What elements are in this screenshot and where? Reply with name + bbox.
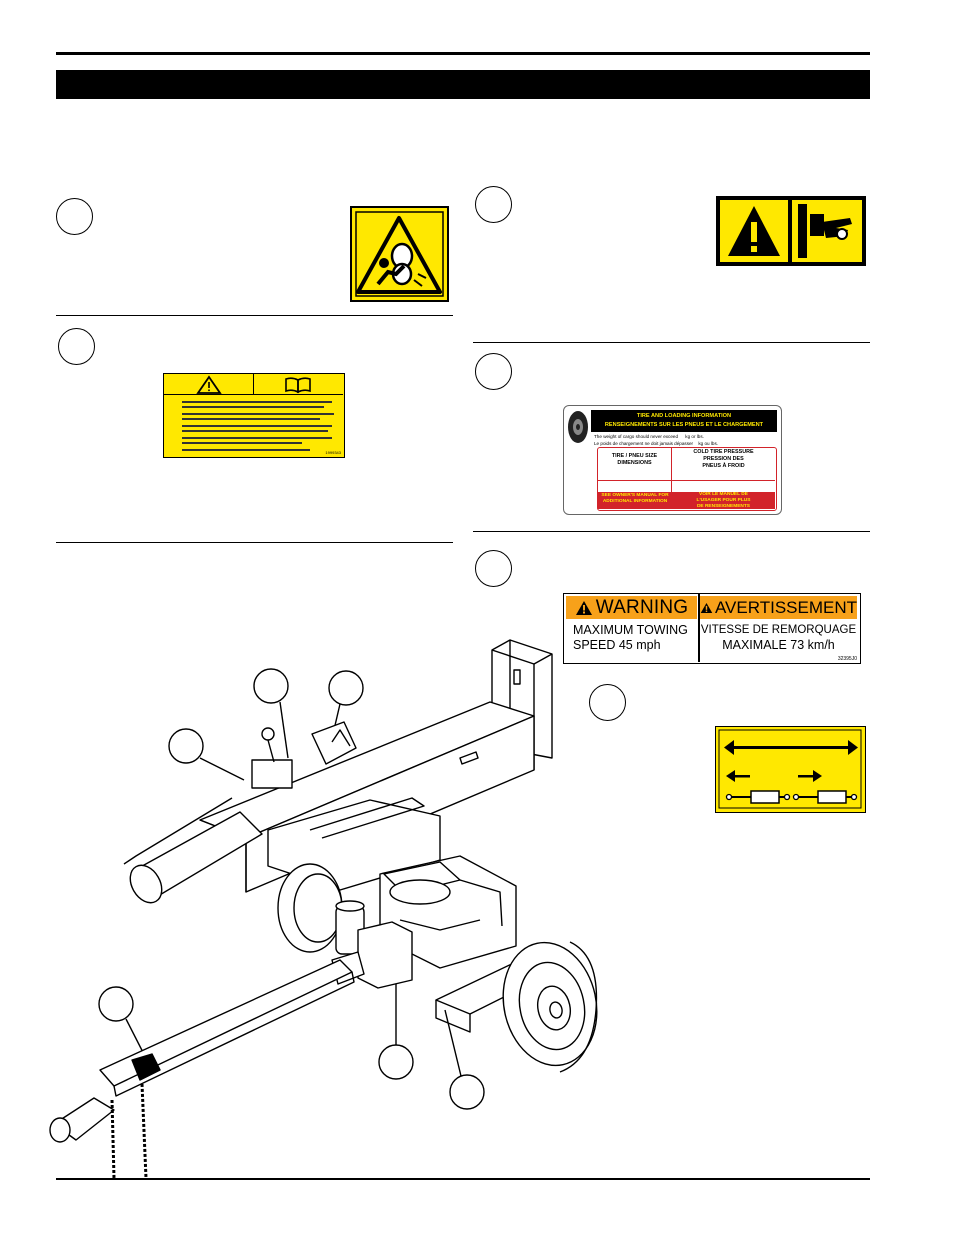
- warning-header-fr: AVERTISSEMENT: [714, 597, 857, 617]
- double-arrow-icon: [724, 740, 858, 755]
- tire-foot-en-2: ADDITIONAL INFORMATION: [602, 499, 668, 504]
- cylinder-retract-icon: [725, 770, 791, 804]
- warning-triangle-icon: [196, 375, 222, 394]
- tire-decal-title-en: TIRE AND LOADING INFORMATION: [636, 413, 732, 419]
- callout-circle: [328, 670, 364, 706]
- tire-decal-line1-units: kg or lbs.: [685, 434, 704, 439]
- log-splitter-illustration: [49, 639, 598, 1179]
- callout-circle: [475, 353, 512, 390]
- callout-circle: [253, 668, 289, 704]
- callout-circle: [475, 550, 512, 587]
- tire-foot-fr-2: L'USAGER POUR PLUS: [696, 498, 751, 503]
- tire-decal-title-fr: RENSEIGNEMENTS SUR LES PNEUS ET LE CHARG…: [604, 422, 764, 428]
- divider: [56, 542, 453, 543]
- warning-triangle-icon: [575, 600, 592, 615]
- towing-decal-part-no: 32395J0: [837, 656, 857, 662]
- callout-circle: [168, 728, 204, 764]
- warning-triangle-icon: [700, 602, 713, 613]
- callout-circle: [449, 1074, 485, 1110]
- section-header-bar: [56, 70, 870, 99]
- divider: [473, 531, 870, 532]
- crush-hazard-icon: [355, 211, 444, 297]
- callout-circle: [378, 1044, 414, 1080]
- cylinder-extend-icon: [792, 770, 858, 804]
- tire-decal-line1: The weight of cargo should never exceed: [594, 434, 679, 439]
- towing-text-en-1: MAXIMUM TOWING: [573, 623, 688, 637]
- tire-decal-line2: Le poids de chargement ne doit jamais dé…: [594, 441, 694, 446]
- tire-loading-decal: TIRE AND LOADING INFORMATION RENSEIGNEME…: [563, 405, 782, 515]
- hand-crush-decal: [716, 196, 866, 266]
- manual-decal-part-no: 1999343: [325, 450, 341, 455]
- hand-crush-icon: [798, 204, 852, 258]
- callout-circle: [475, 186, 512, 223]
- tire-icon: [568, 411, 588, 443]
- cold-pressure-label-fr2: PNEUS À FROID: [702, 463, 745, 469]
- towing-text-en-2: SPEED 45 mph: [573, 638, 661, 652]
- callout-circle: [56, 198, 93, 235]
- divider: [473, 342, 870, 343]
- callout-circle: [58, 328, 95, 365]
- tire-size-label-fr: DIMENSIONS: [617, 460, 652, 466]
- callout-circle: [589, 684, 626, 721]
- tire-size-label: TIRE / PNEU SIZE: [611, 453, 658, 459]
- cold-pressure-label-fr1: PRESSION DES: [703, 456, 744, 462]
- warning-triangle-icon: [728, 206, 780, 256]
- towing-speed-decal: WARNING AVERTISSEMENT MAXIMUM TOWING SPE…: [563, 593, 861, 664]
- towing-text-fr-2: MAXIMALE 73 km/h: [722, 638, 835, 652]
- crush-hazard-decal: [350, 206, 449, 302]
- tire-foot-fr-3: DE RENSEIGNEMENTS: [696, 504, 751, 509]
- tire-decal-line2-units: kg ou lbs.: [698, 441, 719, 446]
- tire-foot-en-1: SEE OWNER'S MANUAL FOR: [601, 493, 669, 498]
- divider: [56, 315, 453, 316]
- read-manual-icon: [285, 377, 311, 394]
- cylinder-direction-decal: [715, 726, 866, 813]
- warning-header-en: WARNING: [595, 596, 689, 618]
- top-rule: [56, 52, 870, 55]
- read-manual-decal: 1999343: [163, 373, 345, 458]
- bottom-rule: [56, 1178, 870, 1180]
- towing-text-fr-1: VITESSE DE REMORQUAGE: [700, 624, 857, 636]
- tire-foot-fr-1: VOIR LE MANUEL DE: [699, 492, 748, 497]
- callout-circle: [98, 986, 134, 1022]
- cold-pressure-label: COLD TIRE PRESSURE: [693, 449, 754, 455]
